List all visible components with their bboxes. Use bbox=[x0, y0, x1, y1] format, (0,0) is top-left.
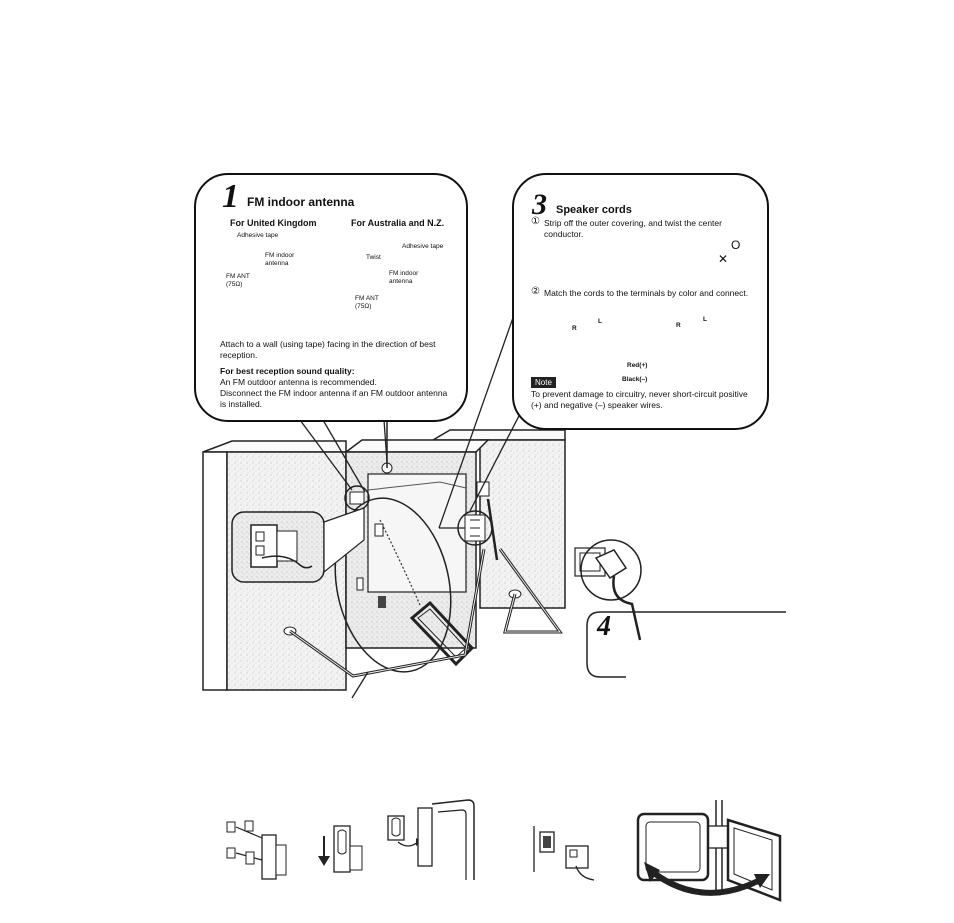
step-number-1: 1 bbox=[222, 178, 239, 215]
note-text: To prevent damage to circuitry, never sh… bbox=[531, 389, 748, 410]
note-badge: Note bbox=[531, 377, 556, 388]
bottom-illustration-2 bbox=[318, 825, 363, 873]
step1-marker: ① bbox=[531, 216, 540, 227]
aus-heading: For Australia and N.Z. bbox=[351, 218, 445, 228]
rotate-arrow-icon bbox=[648, 867, 762, 896]
uk-heading: For United Kingdom bbox=[230, 218, 317, 228]
aus-adhesive-tape-label: Adhesive tape bbox=[402, 243, 444, 250]
terminal-inset bbox=[231, 507, 365, 583]
step2-text: Match the cords to the terminals by colo… bbox=[544, 288, 749, 298]
am-loop-highlight bbox=[334, 497, 452, 673]
uk-adhesive-tape-label: Adhesive tape bbox=[237, 232, 279, 239]
terminal-l-label-2: L bbox=[703, 316, 707, 323]
black-wire-label: Black(–) bbox=[622, 376, 648, 383]
ac-plug bbox=[574, 539, 642, 641]
quality-heading: For best reception sound quality: bbox=[220, 366, 355, 376]
ac-callout-box bbox=[586, 611, 786, 678]
uk-fm-indoor-antenna-label: FM indoor antenna bbox=[265, 252, 295, 267]
bottom-illustration-3 bbox=[387, 799, 475, 880]
uk-fm-ant-label: FM ANT (75Ω) bbox=[226, 273, 250, 288]
quality-line-1: An FM outdoor antenna is recommended. bbox=[220, 377, 377, 387]
step1-text: Strip off the outer covering, and twist … bbox=[544, 218, 722, 239]
bottom-illustration-4 bbox=[533, 826, 595, 881]
speaker-cords-title: Speaker cords bbox=[556, 204, 632, 216]
bottom-illustration-5 bbox=[636, 800, 782, 902]
step-number-3: 3 bbox=[532, 188, 547, 221]
step-number-4: 4 bbox=[597, 611, 611, 642]
fm-antenna-callout bbox=[194, 173, 468, 422]
red-wire-label: Red(+) bbox=[627, 362, 648, 369]
bottom-illustration-1 bbox=[226, 820, 287, 880]
terminal-r-label-2: R bbox=[676, 322, 681, 329]
attach-instruction: Attach to a wall (using tape) facing in … bbox=[220, 339, 436, 360]
aus-fm-ant-label: FM ANT (75Ω) bbox=[355, 295, 379, 310]
step2-marker: ② bbox=[531, 286, 540, 297]
ok-mark-icon: O bbox=[731, 238, 741, 252]
terminal-r-label-1: R bbox=[572, 325, 577, 332]
quality-line-2: Disconnect the FM indoor antenna if an F… bbox=[220, 388, 448, 409]
aus-twist-label: Twist bbox=[366, 254, 381, 261]
fm-antenna-title: FM indoor antenna bbox=[247, 195, 355, 209]
terminal-l-label-1: L bbox=[598, 318, 602, 325]
aus-fm-indoor-antenna-label: FM indoor antenna bbox=[389, 270, 419, 285]
ng-mark-icon: ✕ bbox=[718, 252, 729, 266]
right-speaker bbox=[430, 429, 566, 609]
